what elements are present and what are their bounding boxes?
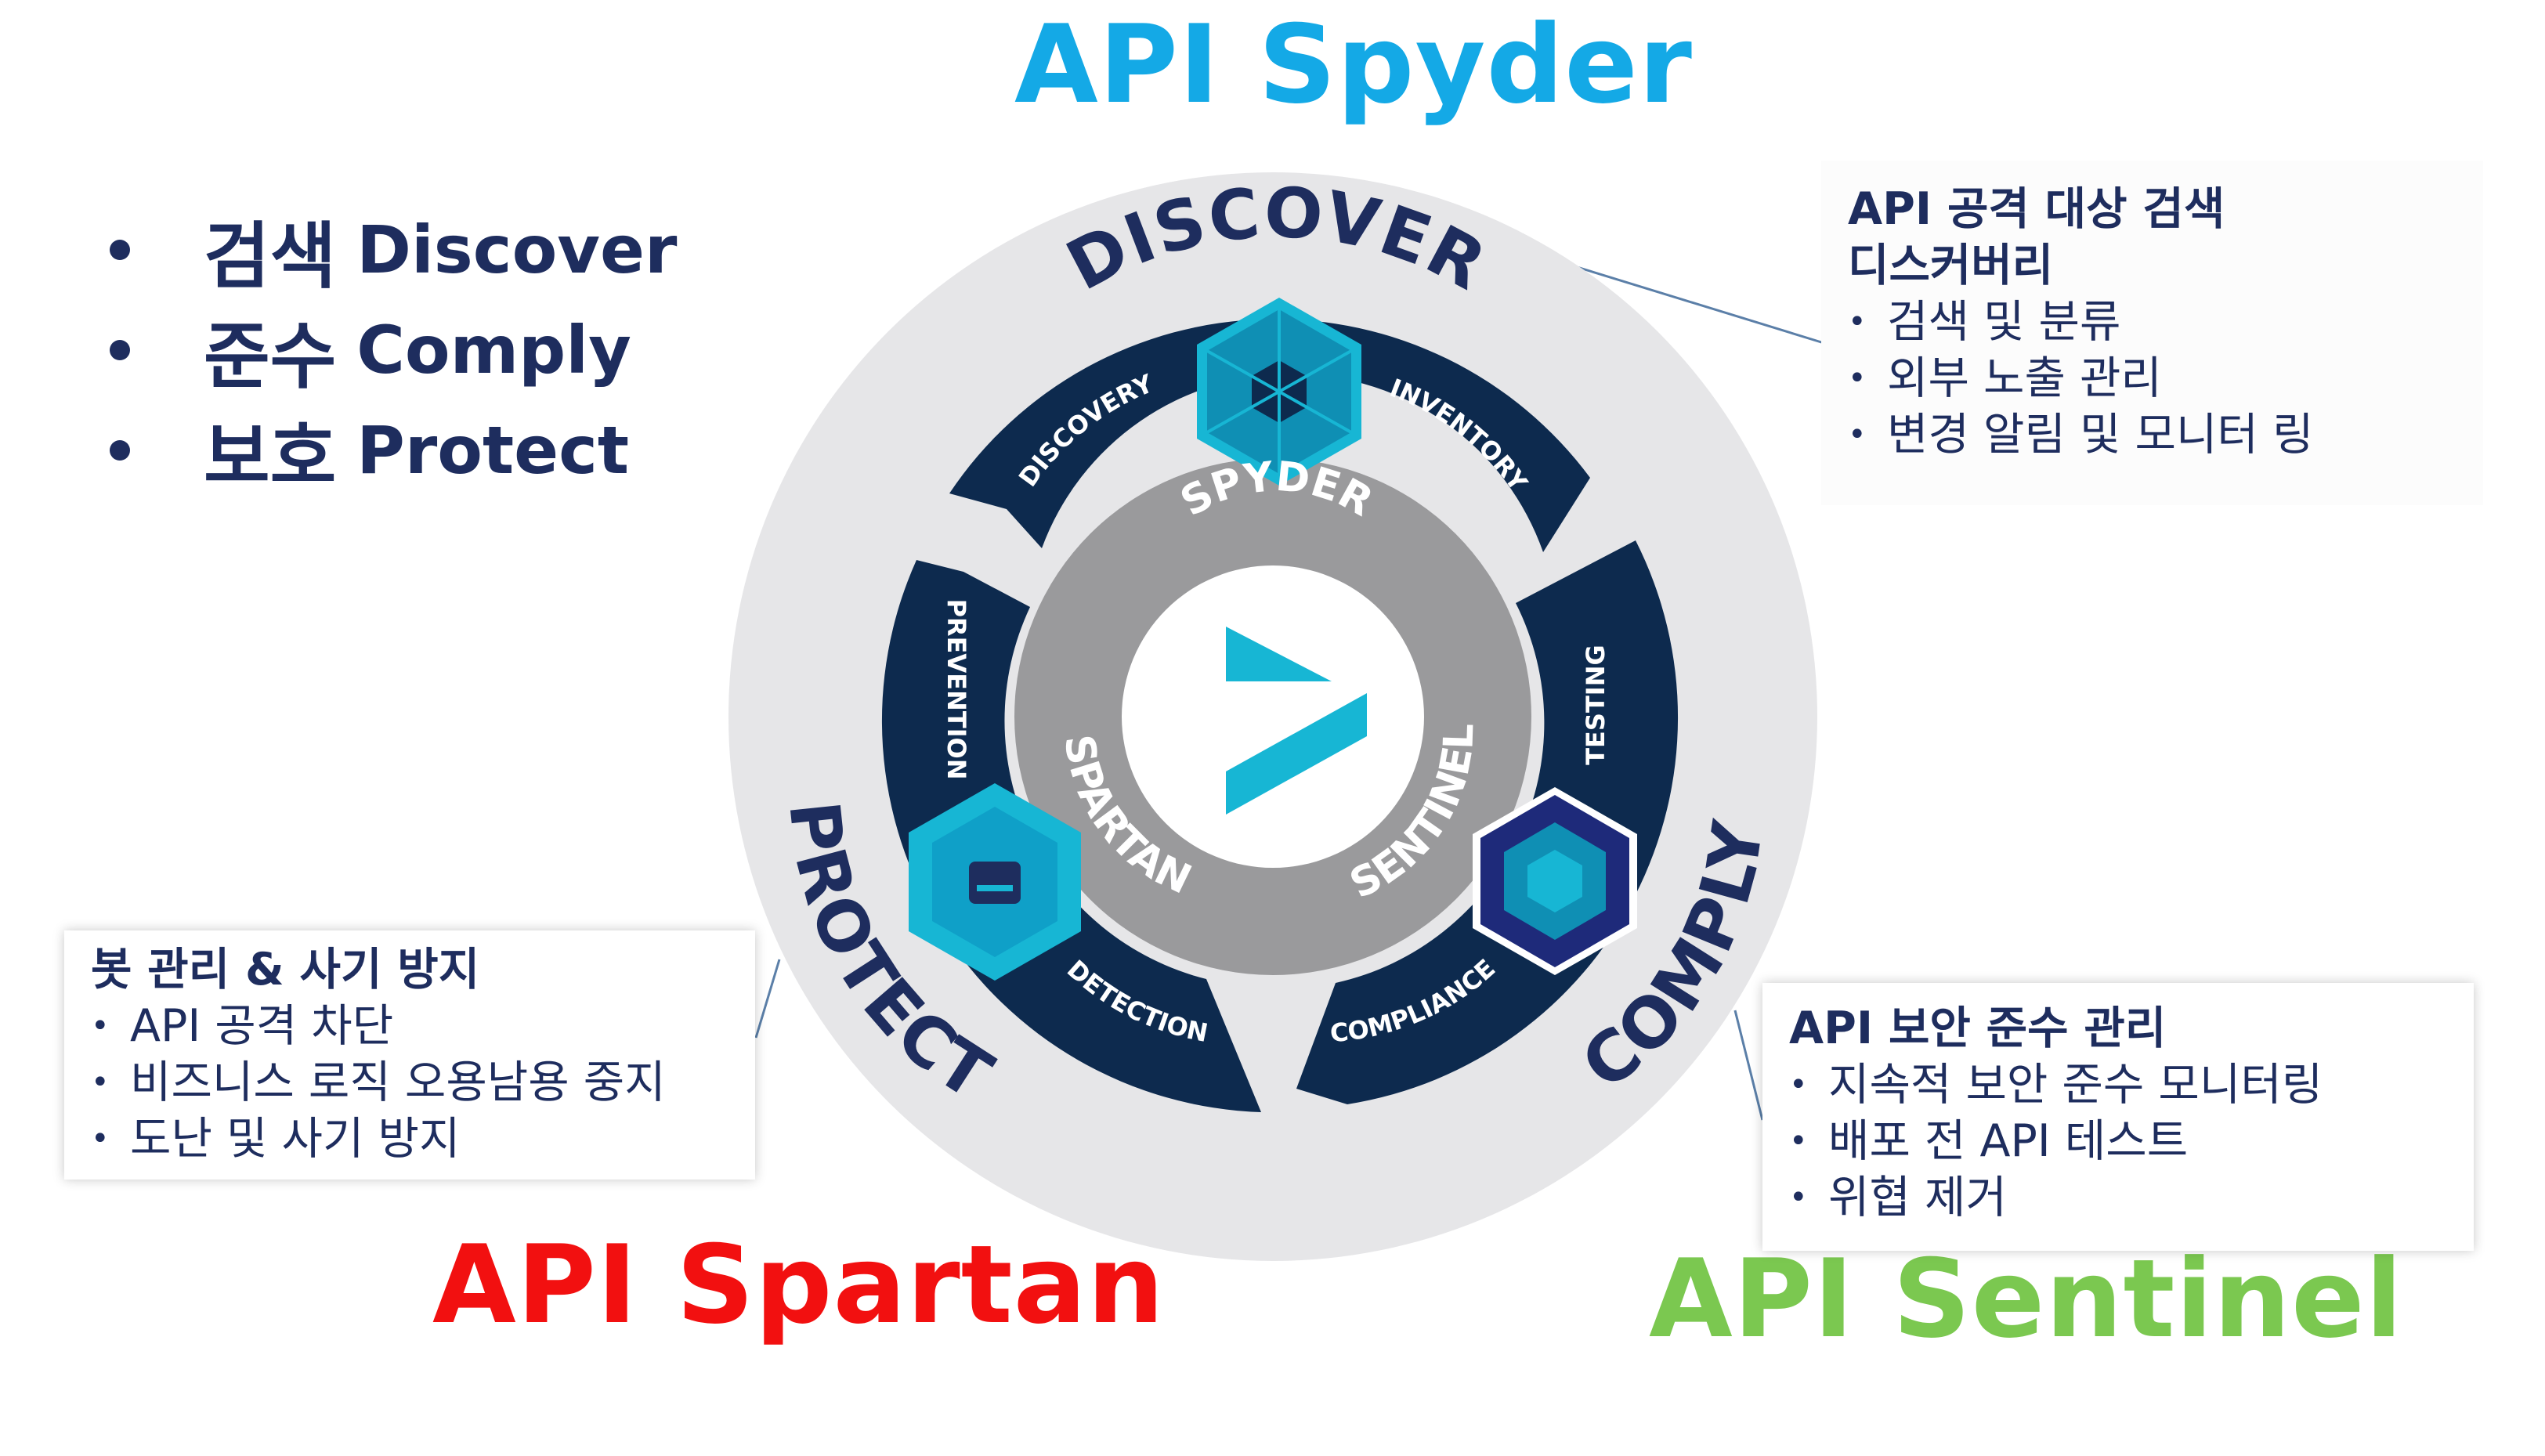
spyder-connector-line	[1574, 265, 1830, 346]
pillar-comply: 준수 Comply	[110, 300, 677, 400]
center-disc	[1122, 565, 1424, 868]
api-sentinel-title: API Sentinel	[1649, 1236, 2403, 1362]
pillar-english: Discover	[356, 211, 678, 288]
list-item: 도난 및 사기 방지	[91, 1111, 728, 1167]
spartan-arc-segment	[881, 560, 1261, 1112]
prevention-label: PREVENTION	[942, 598, 971, 779]
bullet-icon	[110, 240, 130, 260]
pillar-protect: 보호 Protect	[110, 400, 677, 500]
list-item: 배포 전 API 테스트	[1789, 1113, 2447, 1169]
pillar-korean: 검색	[204, 214, 337, 298]
api-spyder-title: API Spyder	[1014, 2, 1693, 128]
pillar-korean: 준수	[204, 314, 337, 399]
list-item: 외부 노출 관리	[1848, 350, 2456, 406]
spartan-info-box: 봇 관리 & 사기 방지 API 공격 차단 비즈니스 로직 오용남용 중지 도…	[64, 930, 755, 1180]
list-item: 변경 알림 및 모니터 링	[1848, 406, 2456, 463]
pillar-discover: 검색 Discover	[110, 200, 677, 300]
pillar-list: 검색 Discover 준수 Comply 보호 Protect	[110, 200, 677, 500]
spartan-box-heading: 봇 관리 & 사기 방지	[91, 944, 480, 995]
spartan-feature-list: API 공격 차단 비즈니스 로직 오용남용 중지 도난 및 사기 방지	[91, 998, 728, 1167]
sentinel-feature-list: 지속적 보안 준수 모니터링 배포 전 API 테스트 위협 제거	[1789, 1057, 2447, 1226]
sentinel-arc-segment	[1296, 540, 1679, 1104]
list-item: 위협 제거	[1789, 1169, 2447, 1226]
list-item: 검색 및 분류	[1848, 294, 2456, 350]
spyder-feature-list: 검색 및 분류 외부 노출 관리 변경 알림 및 모니터 링	[1848, 294, 2456, 463]
spyder-box-heading-1: API 공격 대상 검색	[1848, 183, 2225, 235]
list-item: API 공격 차단	[91, 998, 728, 1054]
logo-top-shape	[1226, 627, 1332, 681]
spartan-connector-line	[754, 959, 781, 1039]
list-item: 지속적 보안 준수 모니터링	[1789, 1057, 2447, 1113]
pillar-korean: 보호	[204, 414, 337, 499]
api-spartan-title: API Spartan	[432, 1222, 1166, 1348]
sentinel-info-box: API 보안 준수 관리 지속적 보안 준수 모니터링 배포 전 API 테스트…	[1762, 983, 2474, 1251]
spartan-hex-icon	[909, 783, 1081, 981]
pillar-english: Protect	[356, 412, 630, 489]
spyder-info-box: API 공격 대상 검색 디스커버리 검색 및 분류 외부 노출 관리 변경 알…	[1821, 161, 2483, 505]
logo-bottom-shape	[1226, 693, 1367, 815]
spyder-box-heading-2: 디스커버리	[1848, 240, 2054, 291]
spyder-arc-segment	[949, 319, 1590, 552]
bullet-icon	[110, 440, 130, 461]
sentinel-hex-icon	[1473, 787, 1637, 975]
testing-label: TESTING	[1581, 645, 1611, 765]
bullet-icon	[110, 340, 130, 360]
sentinel-connector-line	[1733, 1010, 1764, 1121]
pillar-english: Comply	[356, 312, 631, 388]
sentinel-box-heading: API 보안 준수 관리	[1789, 1003, 2167, 1054]
list-item: 비즈니스 로직 오용남용 중지	[91, 1054, 728, 1111]
spyder-hex-icon	[1197, 298, 1361, 486]
